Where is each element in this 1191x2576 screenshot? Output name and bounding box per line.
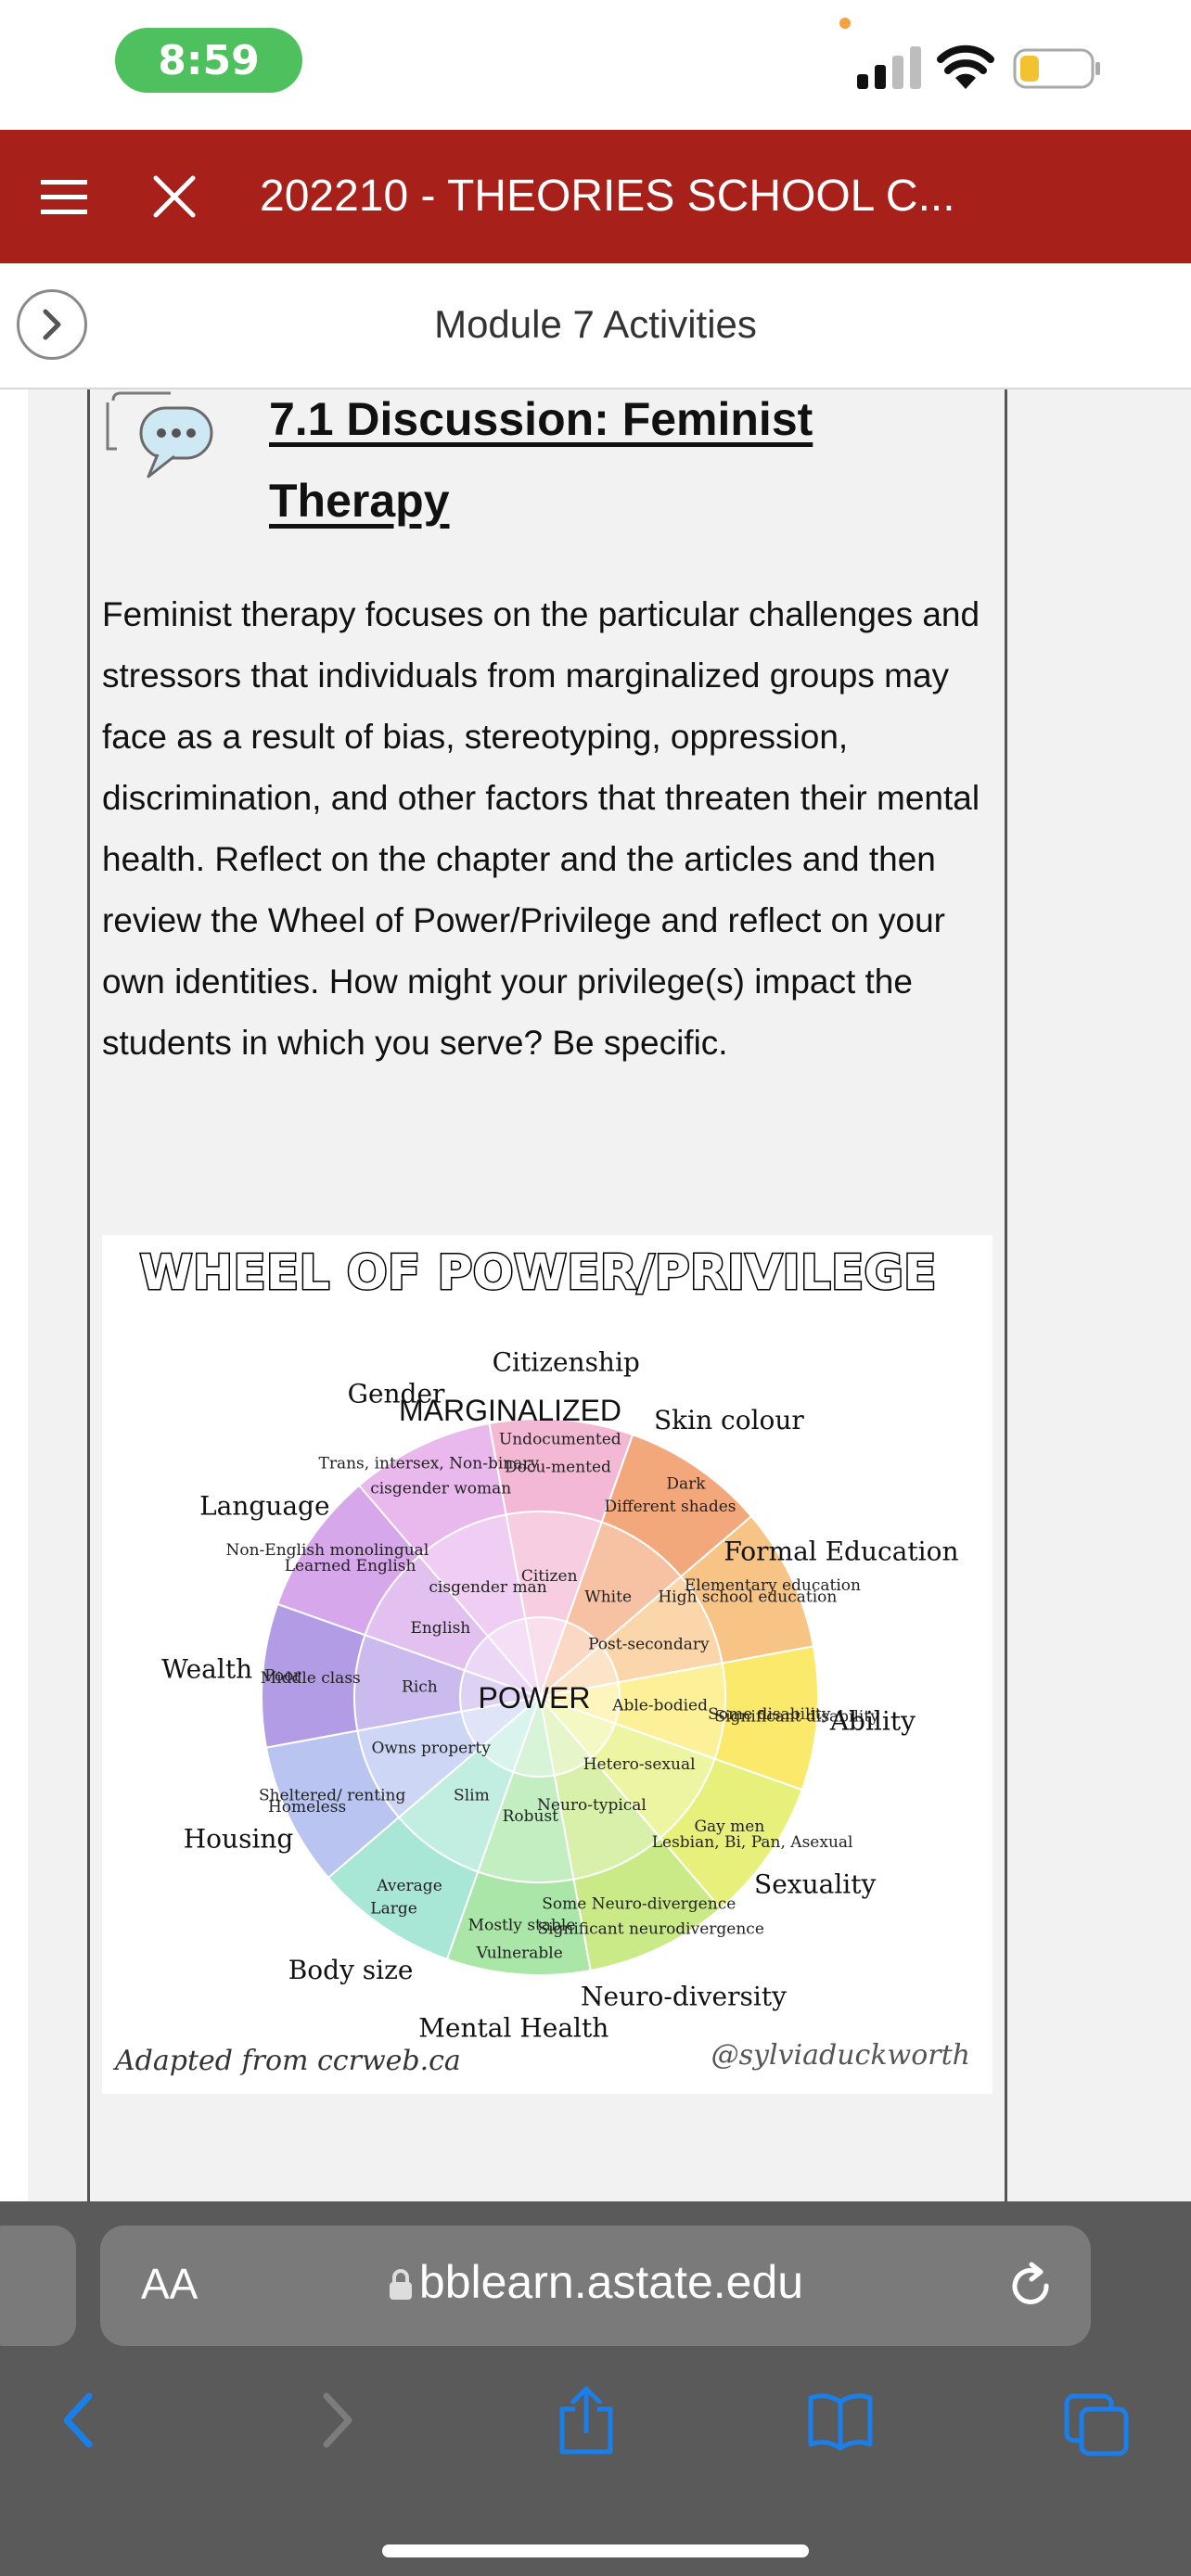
- course-header: 202210 - THEORIES SCHOOL C...: [0, 130, 1191, 263]
- wheel-label-outer-11: Trans, intersex, Non-binary: [319, 1455, 540, 1473]
- wheel-label-inner-7: Slim: [454, 1787, 490, 1805]
- wheel-label-mid-9: Middle class: [261, 1669, 361, 1688]
- wheel-label-inner-9: Rich: [402, 1677, 438, 1696]
- wheel-label-outer-0: Undocumented: [499, 1430, 621, 1448]
- wheel-segment-outer-11: [357, 1422, 507, 1558]
- previous-tab-preview[interactable]: [0, 2225, 76, 2346]
- wheel-label-mid-4: Gay men: [694, 1817, 764, 1836]
- home-indicator[interactable]: [382, 2544, 809, 2557]
- wheel-title: WHEEL OF POWER/PRIVILEGE: [139, 1245, 936, 1301]
- discussion-title-link[interactable]: 7.1 Discussion: Feminist Therapy: [269, 393, 813, 527]
- wheel-category-8: Housing: [184, 1823, 294, 1854]
- battery-icon: [1013, 48, 1100, 89]
- marginalized-label: MARGINALIZED: [399, 1394, 621, 1427]
- wheel-label-inner-2: Post-secondary: [588, 1636, 710, 1654]
- privacy-indicator-dot: [839, 18, 851, 29]
- wheel-category-1: Skin colour: [654, 1405, 804, 1435]
- url-text[interactable]: bblearn.astate.edu: [100, 2255, 1091, 2309]
- wheel-label-mid-8: Sheltered/ renting: [259, 1786, 406, 1804]
- browser-chrome: AA bblearn.astate.edu: [0, 2201, 1191, 2576]
- wheel-label-inner-6: Robust: [503, 1807, 559, 1826]
- wheel-label-inner-1: White: [584, 1588, 632, 1606]
- forward-arrow-icon[interactable]: [302, 2383, 369, 2457]
- wheel-label-mid-2: High school education: [658, 1588, 837, 1607]
- wheel-label-outer-6: Vulnerable: [476, 1945, 563, 1963]
- wheel-category-9: Wealth: [161, 1653, 252, 1684]
- lock-icon: [389, 2269, 412, 2300]
- wheel-label-mid-3: Some disability: [708, 1705, 831, 1724]
- wheel-of-power-privilege-image: WHEEL OF POWER/PRIVILEGE Citizen Docu-men…: [102, 1235, 992, 2094]
- discussion-bubble-icon: [106, 391, 213, 478]
- wheel-label-inner-11: cisgender man: [429, 1578, 546, 1597]
- wheel-category-4: Sexuality: [754, 1868, 876, 1899]
- wheel-category-5: Neuro-diversity: [581, 1981, 787, 2011]
- tabs-icon[interactable]: [1063, 2383, 1130, 2457]
- wheel-category-3: Ability: [829, 1706, 916, 1737]
- wheel-label-outer-4: Lesbian, Bi, Pan, Asexual: [652, 1833, 853, 1852]
- power-center-label: POWER: [479, 1681, 591, 1715]
- content-area: 7.1 Discussion: Feminist Therapy Feminis…: [0, 389, 1191, 2201]
- wheel-label-inner-0: Citizen: [521, 1567, 578, 1586]
- course-title: 202210 - THEORIES SCHOOL C...: [260, 172, 955, 221]
- expand-panel-button[interactable]: [17, 289, 87, 360]
- wheel-label-mid-0: Docu-mented: [505, 1458, 611, 1476]
- wheel-label-mid-1: Different shades: [604, 1498, 736, 1516]
- reader-settings-button[interactable]: AA: [141, 2260, 198, 2308]
- wifi-icon: [937, 45, 994, 89]
- cellular-signal-icon: [857, 46, 921, 89]
- wheel-label-outer-2: Elementary education: [685, 1576, 861, 1595]
- url-domain: bblearn.astate.edu: [418, 2256, 804, 2308]
- wheel-category-0: Citizenship: [493, 1347, 640, 1378]
- address-bar[interactable]: AA bblearn.astate.edu: [100, 2225, 1091, 2346]
- discussion-prompt: Feminist therapy focuses on the particul…: [102, 595, 980, 1062]
- wheel-label-inner-8: Owns property: [371, 1739, 491, 1757]
- wheel-category-10: Language: [199, 1491, 329, 1522]
- chevron-right-icon: [43, 309, 61, 340]
- wheel-label-outer-1: Dark: [666, 1474, 706, 1493]
- wheel-label-outer-8: Homeless: [268, 1798, 346, 1817]
- wheel-label-outer-3: Significant disability: [714, 1707, 879, 1726]
- wheel-label-mid-5: Some Neuro-divergence: [542, 1894, 736, 1913]
- wheel-label-mid-6: Mostly stable: [468, 1917, 576, 1935]
- wheel-category-7: Body size: [288, 1955, 414, 1985]
- wheel-category-2: Formal Education: [724, 1537, 958, 1567]
- module-title: Module 7 Activities: [434, 302, 757, 346]
- bookmarks-icon[interactable]: [807, 2383, 874, 2457]
- close-icon[interactable]: [148, 171, 200, 223]
- left-gutter: [0, 389, 28, 2201]
- wheel-label-mid-10: Learned English: [285, 1557, 416, 1575]
- wheel-label-inner-10: English: [410, 1619, 470, 1638]
- reload-icon[interactable]: [1004, 2259, 1057, 2313]
- time-pill[interactable]: 8:59: [115, 28, 302, 93]
- wheel-label-outer-10: Non-English monolingual: [226, 1541, 429, 1560]
- wheel-label-mid-7: Average: [376, 1877, 442, 1895]
- wheel-credit-left: Adapted from ccrweb.ca: [112, 2045, 461, 2077]
- wheel-credit-right: @sylviaduckworth: [711, 2039, 970, 2072]
- wheel-category-11: Gender: [348, 1379, 445, 1409]
- module-subheader: Module 7 Activities: [0, 263, 1191, 389]
- wheel-label-inner-5: Neuro-typical: [537, 1796, 647, 1815]
- wheel-label-mid-11: cisgender woman: [370, 1480, 511, 1498]
- share-icon[interactable]: [553, 2383, 620, 2457]
- wheel-label-outer-7: Large: [370, 1900, 417, 1919]
- wheel-label-inner-4: Hetero-sexual: [583, 1755, 696, 1774]
- wheel-label-outer-5: Significant neurodivergence: [537, 1919, 763, 1938]
- wheel-label-outer-9: Poor: [264, 1667, 301, 1686]
- back-arrow-icon[interactable]: [46, 2383, 113, 2457]
- status-bar: 8:59: [0, 0, 1191, 130]
- hamburger-menu-icon[interactable]: [41, 176, 87, 217]
- wheel-category-6: Mental Health: [418, 2012, 608, 2043]
- wheel-label-inner-3: Able-bodied: [611, 1697, 708, 1715]
